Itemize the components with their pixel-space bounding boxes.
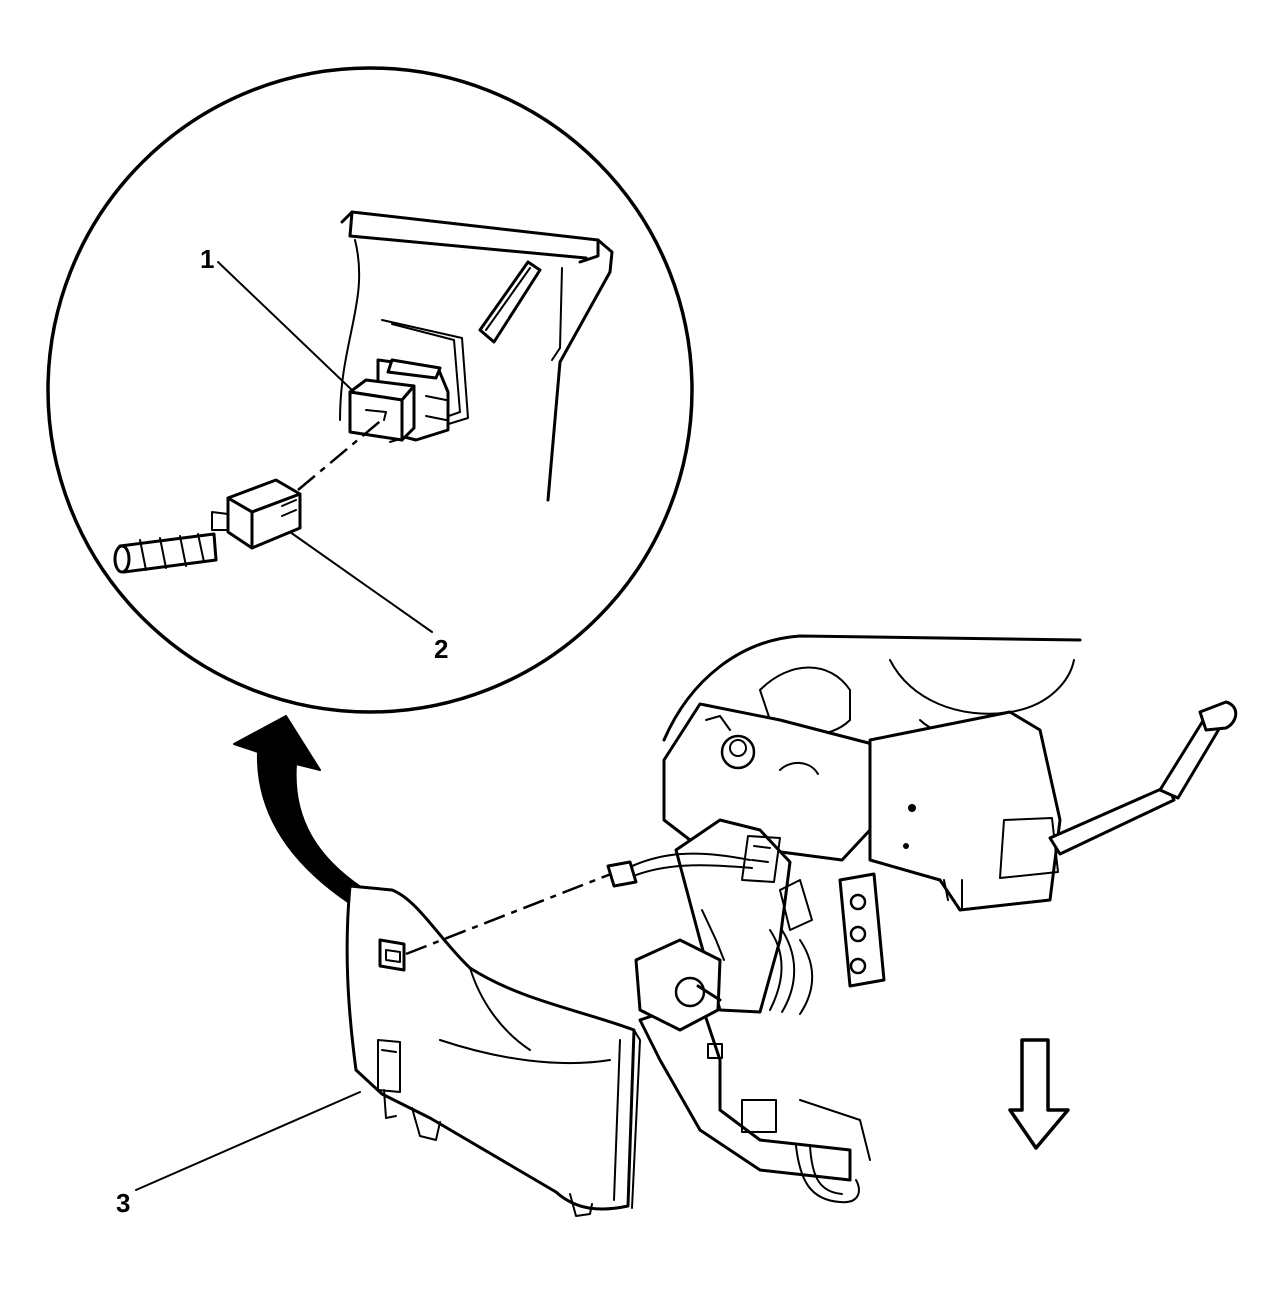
curved-arrow-icon (233, 715, 363, 907)
connector (211, 478, 302, 550)
dash-line-detail (297, 417, 385, 491)
down-arrow-icon (1008, 1038, 1070, 1150)
callout-2: 2 (434, 634, 448, 664)
connector-wire (113, 532, 218, 574)
steering-column-assembly (606, 634, 1238, 1204)
switch-body (348, 358, 450, 442)
callout-3: 3 (116, 1188, 130, 1218)
knee-bolster-panel (345, 884, 641, 1217)
leader-1 (217, 261, 355, 393)
leader-3 (135, 1091, 361, 1191)
detail-view: 1 2 (46, 66, 694, 714)
leader-2 (289, 531, 433, 633)
callout-1: 1 (200, 244, 214, 274)
dash-line-panel (405, 870, 617, 956)
